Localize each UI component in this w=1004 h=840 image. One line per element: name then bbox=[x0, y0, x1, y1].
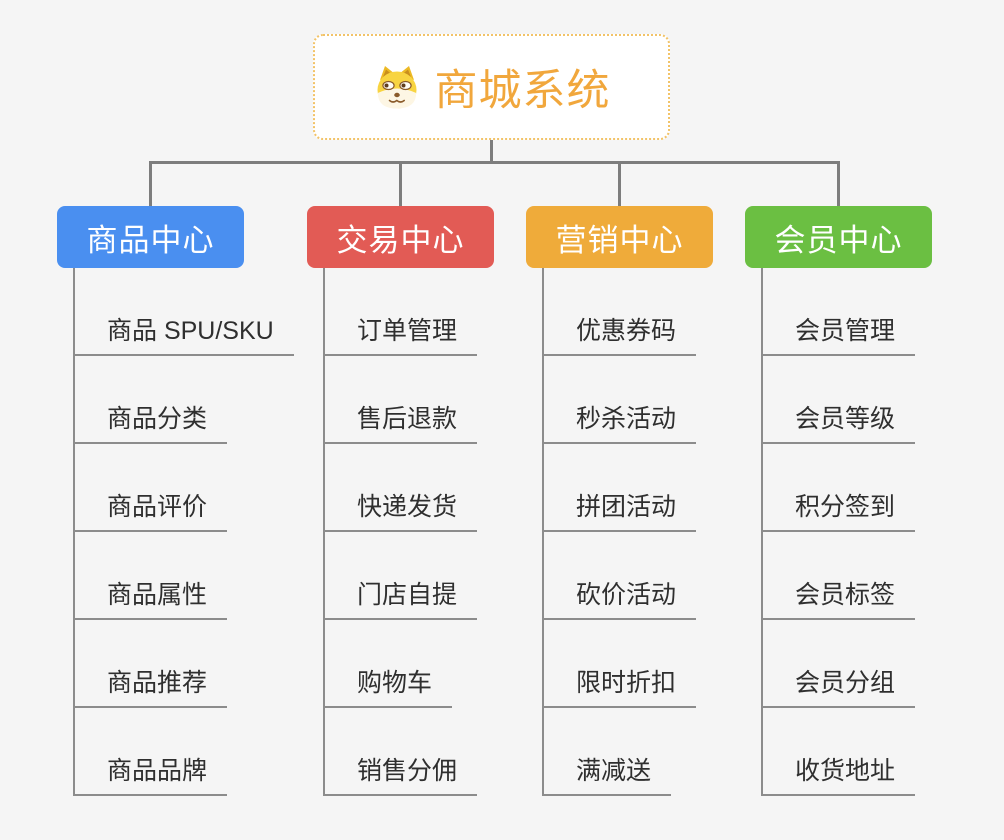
child-node-limited-time-discount[interactable]: 限时折扣 bbox=[544, 663, 697, 708]
branch-node-marketing-center[interactable]: 营销中心 bbox=[526, 206, 713, 268]
child-node-product-attribute[interactable]: 商品属性 bbox=[75, 575, 228, 620]
child-node-member-tag[interactable]: 会员标签 bbox=[763, 575, 916, 620]
child-node-product-recommend[interactable]: 商品推荐 bbox=[75, 663, 228, 708]
child-node-member-group[interactable]: 会员分组 bbox=[763, 663, 916, 708]
child-node-sales-commission[interactable]: 销售分佣 bbox=[325, 751, 478, 796]
child-node-coupon-code[interactable]: 优惠券码 bbox=[544, 311, 697, 356]
branch-trunk-trade: 订单管理 售后退款 快递发货 门店自提 购物车 销售分佣 bbox=[323, 268, 494, 796]
branch-trade-center: 交易中心 订单管理 售后退款 快递发货 门店自提 购物车 销售分佣 bbox=[307, 206, 494, 796]
child-node-bargain-activity[interactable]: 砍价活动 bbox=[544, 575, 697, 620]
child-node-shipping-address[interactable]: 收货地址 bbox=[763, 751, 916, 796]
child-node-product-brand[interactable]: 商品品牌 bbox=[75, 751, 228, 796]
branch-node-trade-center[interactable]: 交易中心 bbox=[307, 206, 494, 268]
branch-trunk-member: 会员管理 会员等级 积分签到 会员标签 会员分组 收货地址 bbox=[761, 268, 932, 796]
child-node-product-spu-sku[interactable]: 商品 SPU/SKU bbox=[75, 311, 294, 356]
branch-product-center: 商品中心 商品 SPU/SKU 商品分类 商品评价 商品属性 商品推荐 商品品牌 bbox=[57, 206, 294, 796]
child-node-product-review[interactable]: 商品评价 bbox=[75, 487, 228, 532]
child-node-store-pickup[interactable]: 门店自提 bbox=[325, 575, 478, 620]
dog-face-icon bbox=[377, 66, 416, 109]
child-node-aftersale-refund[interactable]: 售后退款 bbox=[325, 399, 478, 444]
connector-bus bbox=[149, 161, 840, 164]
connector-drop-member bbox=[837, 161, 840, 206]
branch-node-member-center[interactable]: 会员中心 bbox=[745, 206, 932, 268]
connector-drop-marketing bbox=[618, 161, 621, 206]
child-node-order-management[interactable]: 订单管理 bbox=[325, 311, 478, 356]
child-node-member-management[interactable]: 会员管理 bbox=[763, 311, 916, 356]
child-node-shopping-cart[interactable]: 购物车 bbox=[325, 663, 453, 708]
child-node-express-shipping[interactable]: 快递发货 bbox=[325, 487, 478, 532]
child-node-flash-sale[interactable]: 秒杀活动 bbox=[544, 399, 697, 444]
connector-drop-product bbox=[149, 161, 152, 206]
child-node-points-checkin[interactable]: 积分签到 bbox=[763, 487, 916, 532]
branch-marketing-center: 营销中心 优惠券码 秒杀活动 拼团活动 砍价活动 限时折扣 满减送 bbox=[526, 206, 713, 796]
child-node-member-level[interactable]: 会员等级 bbox=[763, 399, 916, 444]
branch-member-center: 会员中心 会员管理 会员等级 积分签到 会员标签 会员分组 收货地址 bbox=[745, 206, 932, 796]
branch-node-product-center[interactable]: 商品中心 bbox=[57, 206, 244, 268]
branch-trunk-marketing: 优惠券码 秒杀活动 拼团活动 砍价活动 限时折扣 满减送 bbox=[542, 268, 713, 796]
branch-trunk-product: 商品 SPU/SKU 商品分类 商品评价 商品属性 商品推荐 商品品牌 bbox=[73, 268, 294, 796]
child-node-product-category[interactable]: 商品分类 bbox=[75, 399, 228, 444]
child-node-group-buy[interactable]: 拼团活动 bbox=[544, 487, 697, 532]
connector-root-drop bbox=[490, 140, 493, 162]
child-node-full-reduction[interactable]: 满减送 bbox=[544, 751, 672, 796]
root-node-mall-system[interactable]: 商城系统 bbox=[313, 34, 670, 140]
connector-drop-trade bbox=[399, 161, 402, 206]
root-node-label: 商城系统 bbox=[434, 67, 611, 115]
